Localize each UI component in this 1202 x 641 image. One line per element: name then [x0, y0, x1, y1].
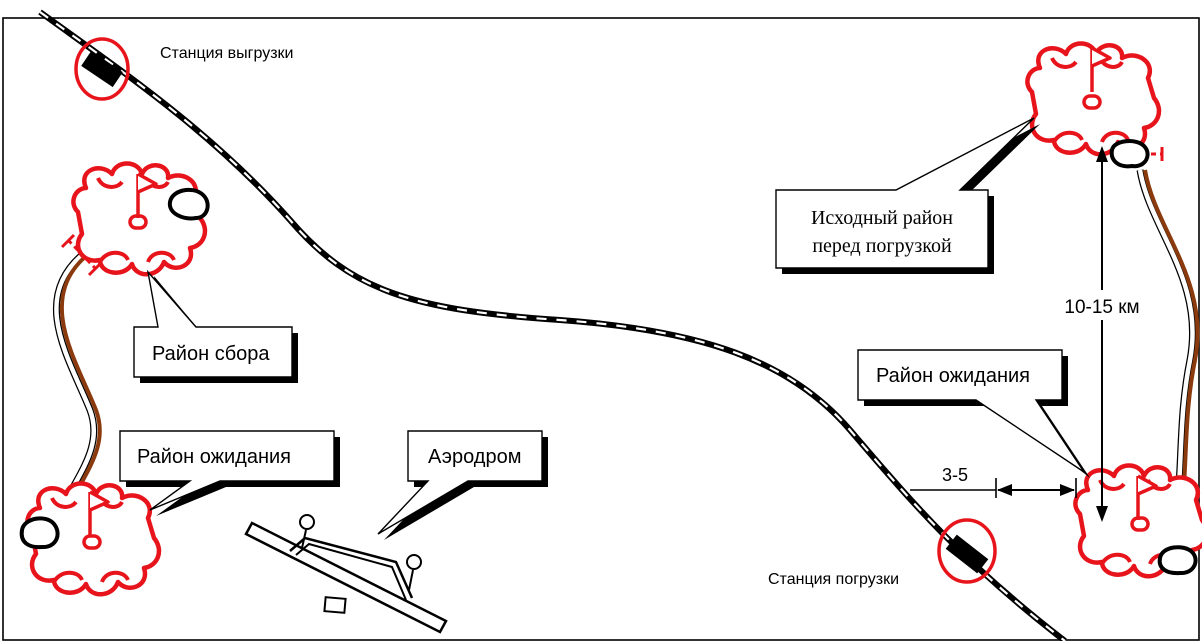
waiting-right-label: Район ожидания: [876, 365, 1030, 387]
distance-horizontal: 3-5: [910, 465, 1077, 498]
callout-airfield: Аэродром: [377, 430, 548, 540]
station-block-icon: [81, 50, 123, 88]
assembly-label: Район сбора: [152, 343, 270, 365]
distance-horizontal-label: 3-5: [942, 465, 968, 485]
initial-label-line2: перед погрузкой: [812, 235, 952, 257]
distance-vertical: 10-15 км: [1050, 146, 1154, 522]
vehicle-icon: [1157, 545, 1198, 576]
vehicle-icon: [1109, 139, 1150, 169]
initial-label-line1: Исходный район: [811, 207, 953, 229]
right-route: [1136, 169, 1200, 501]
station-marker-circle: [937, 518, 997, 584]
left-route: [52, 252, 102, 517]
airfield-icon: [244, 514, 448, 634]
initial-area: [1027, 44, 1159, 155]
load-station: Станция погрузки: [768, 518, 997, 588]
railway-line: [38, 9, 1067, 641]
callout-waiting-right: Район ожидания: [857, 349, 1090, 478]
distance-vertical-label: 10-15 км: [1064, 297, 1139, 318]
airfield-label: Аэродром: [428, 446, 521, 468]
unload-station: Станция выгрузки: [74, 37, 293, 101]
callout-waiting-left: Район ожидания: [119, 430, 340, 516]
vehicle-icon: [19, 516, 60, 550]
station-block-icon: [945, 534, 989, 574]
unload-station-label: Станция выгрузки: [160, 45, 293, 62]
station-marker-circle: [74, 37, 130, 101]
distance-vertical-bg: [1050, 290, 1154, 320]
callout-initial: Исходный район перед погрузкой: [775, 117, 1040, 274]
vehicle-icon: [167, 187, 210, 221]
callout-assembly: Район сбора: [133, 269, 298, 383]
load-station-label: Станция погрузки: [768, 571, 899, 588]
waiting-left-label: Район ожидания: [137, 446, 291, 468]
